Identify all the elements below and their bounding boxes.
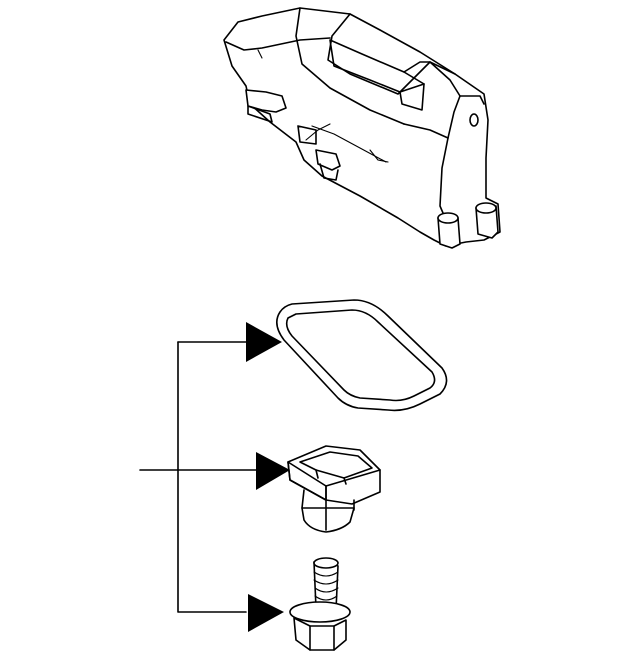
- callout-lines: [139, 341, 257, 613]
- lamp-housing-icon: [223, 7, 501, 249]
- arrow-bolt-icon: [248, 594, 284, 632]
- flange-bolt-icon: [289, 557, 351, 651]
- clip-nut-icon: [287, 445, 381, 533]
- gasket-icon: [276, 299, 448, 412]
- arrow-clip-icon: [256, 452, 290, 490]
- callout-arrows: [246, 322, 290, 632]
- callout-bracket: [177, 341, 247, 613]
- arrow-gasket-icon: [246, 322, 282, 362]
